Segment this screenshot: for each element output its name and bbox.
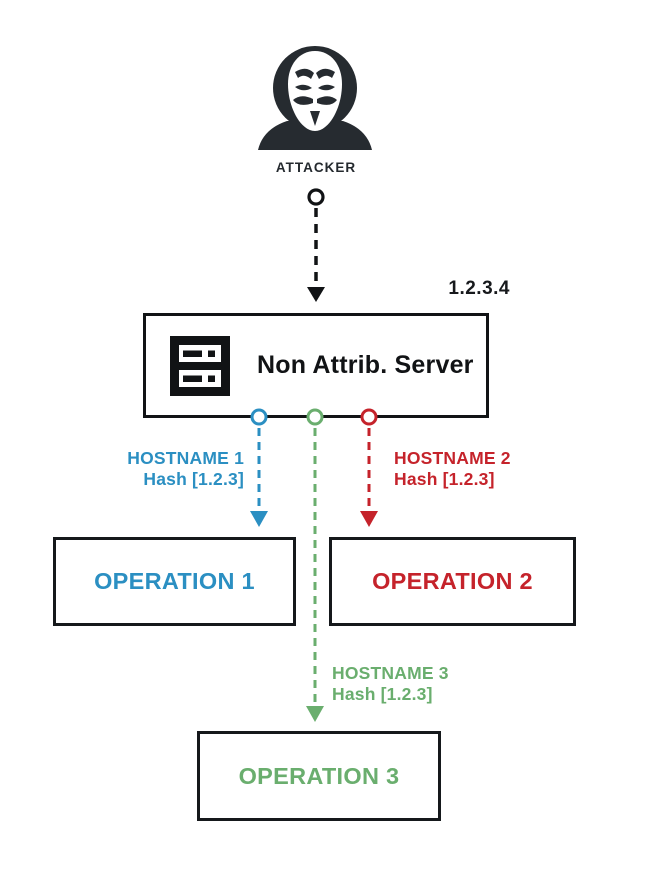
hostname-2-label: HOSTNAME 2 Hash [1.2.3] [394,448,544,489]
hostname-2-name: HOSTNAME 2 [394,448,511,468]
attacker-port-dot [307,188,325,206]
operation-1-node: OPERATION 1 [53,537,296,626]
server-node: Non Attrib. Server [143,313,489,418]
hostname-3-label: HOSTNAME 3 Hash [1.2.3] [332,663,482,704]
anonymous-mask-icon [258,46,372,150]
hostname-1-hash: Hash [1.2.3] [143,468,244,489]
server-label: Non Attrib. Server [257,351,474,379]
operation-3-label: OPERATION 3 [238,762,400,789]
connection-3-arrowhead [306,706,324,722]
hostname-3-name: HOSTNAME 3 [332,663,449,683]
attacker-label: ATTACKER [275,160,357,175]
hostname-1-name: HOSTNAME 1 [127,448,244,468]
hostname-3-hash: Hash [1.2.3] [332,683,433,704]
operation-2-node: OPERATION 2 [329,537,576,626]
server-ip-label: 1.2.3.4 [448,278,510,299]
attacker-to-server-arrowhead [307,287,325,302]
server-icon [170,335,230,396]
hostname-2-hash: Hash [1.2.3] [394,468,495,489]
connection-1-arrowhead [250,511,268,527]
connection-2-arrowhead [360,511,378,527]
hostname-1-label: HOSTNAME 1 Hash [1.2.3] [96,448,244,489]
operation-3-node: OPERATION 3 [197,731,441,821]
operation-2-label: OPERATION 2 [372,568,533,594]
operation-1-label: OPERATION 1 [94,568,255,594]
